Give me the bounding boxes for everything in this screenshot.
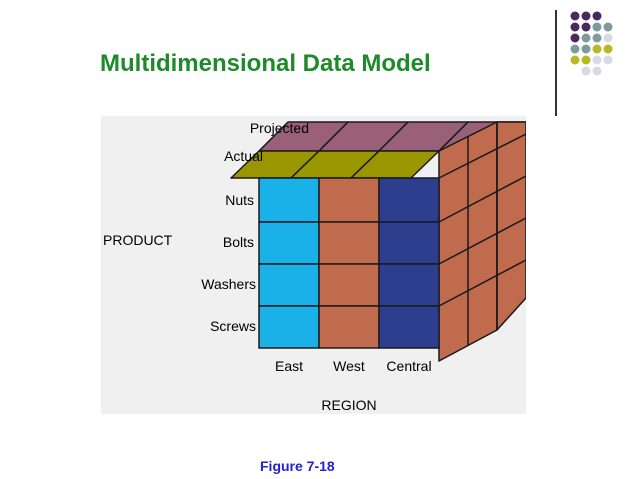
product-label: Screws	[210, 318, 256, 334]
decor-dot	[581, 66, 591, 76]
data-cube-figure: Projected Actual Nuts Bolts Washers Scre…	[101, 116, 527, 414]
front-cell-west	[318, 305, 380, 349]
decor-dot	[570, 22, 580, 32]
decor-dot	[592, 55, 602, 65]
front-cell-east	[258, 177, 320, 223]
decor-dot	[570, 11, 580, 21]
decor-dot	[592, 11, 602, 21]
region-label: West	[333, 358, 365, 374]
decor-dot	[592, 33, 602, 43]
decorative-dot-grid	[570, 11, 613, 76]
decor-dot	[581, 11, 591, 21]
figure-caption: Figure 7-18	[260, 458, 335, 474]
decor-dot	[592, 44, 602, 54]
side-grid-line	[438, 259, 527, 307]
decor-dot	[581, 55, 591, 65]
decor-dot	[603, 55, 613, 65]
data-cube-svg: Projected Actual Nuts Bolts Washers Scre…	[103, 120, 527, 413]
product-label: Washers	[201, 276, 256, 292]
decor-dot	[603, 33, 613, 43]
decor-dot	[570, 55, 580, 65]
slide-title: Multidimensional Data Model	[100, 50, 431, 77]
measure-label-projected: Projected	[250, 120, 309, 136]
side-grid-line	[438, 175, 527, 223]
front-cell-west	[318, 177, 380, 223]
front-cell-central	[378, 221, 440, 265]
front-cell-central	[378, 305, 440, 349]
decor-dot	[603, 44, 613, 54]
decor-dot	[581, 44, 591, 54]
decor-dot	[603, 22, 613, 32]
divider-line	[555, 10, 557, 116]
region-label: Central	[386, 358, 431, 374]
decor-dot	[581, 22, 591, 32]
side-grid-line	[438, 133, 527, 179]
decor-dot	[592, 66, 602, 76]
front-cell-west	[318, 221, 380, 265]
decor-dot	[570, 44, 580, 54]
region-label: East	[275, 358, 303, 374]
decor-dot	[592, 22, 602, 32]
product-label: Nuts	[225, 192, 254, 208]
decor-dot	[570, 33, 580, 43]
front-cell-east	[258, 221, 320, 265]
front-cell-west	[318, 263, 380, 307]
region-axis-label: REGION	[321, 397, 376, 413]
product-axis-label: PRODUCT	[103, 232, 173, 248]
front-cell-east	[258, 263, 320, 307]
front-cell-central	[378, 263, 440, 307]
front-cell-central	[378, 177, 440, 223]
decor-dot	[581, 33, 591, 43]
front-cell-east	[258, 305, 320, 349]
side-grid-line	[438, 217, 527, 265]
measure-label-actual: Actual	[224, 148, 263, 164]
product-label: Bolts	[223, 234, 254, 250]
